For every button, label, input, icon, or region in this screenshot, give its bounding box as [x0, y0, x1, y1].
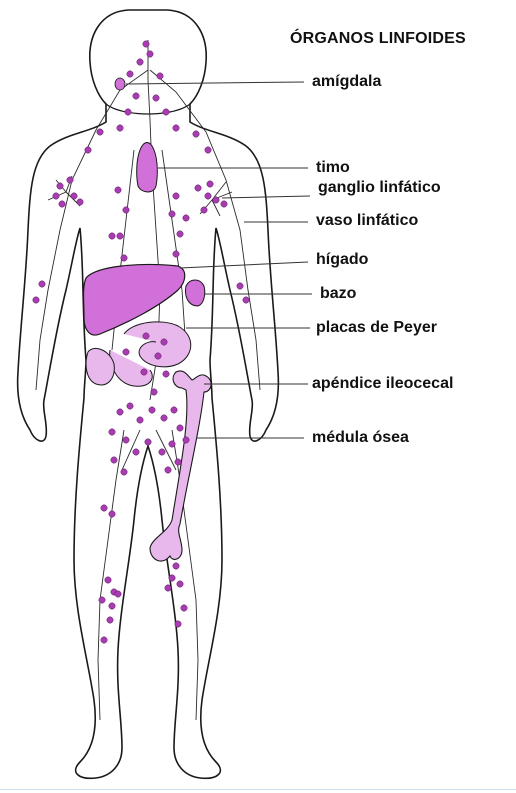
- lymph-node-dot: [115, 591, 121, 597]
- lymph-node-dot: [141, 369, 147, 375]
- lymph-node-dot: [115, 187, 121, 193]
- lymph-node-dot: [57, 183, 63, 189]
- lymph-node-dot: [205, 193, 211, 199]
- lymph-node-dot: [121, 255, 127, 261]
- lymph-node-dot: [137, 417, 143, 423]
- lymph-node-dot: [147, 51, 153, 57]
- label-bazo: bazo: [320, 286, 356, 302]
- lymph-node-dot: [195, 185, 201, 191]
- body-outline: [18, 10, 279, 778]
- lymph-node-dot: [109, 429, 115, 435]
- lymph-node-dot: [143, 333, 149, 339]
- lymph-node-dot: [109, 511, 115, 517]
- lymph-node-dot: [123, 207, 129, 213]
- lymph-node-dot: [107, 617, 113, 623]
- tonsil-organ: [115, 78, 125, 90]
- lymph-node-dot: [165, 585, 171, 591]
- lymph-node-dot: [109, 233, 115, 239]
- lymph-node-dot: [173, 563, 179, 569]
- label-timo: timo: [316, 160, 350, 176]
- lymph-node-dot: [59, 201, 65, 207]
- lymph-node-dot: [177, 425, 183, 431]
- lymph-node-dot: [159, 449, 165, 455]
- lymph-node-dot: [117, 409, 123, 415]
- lymph-node-dot: [165, 467, 171, 473]
- lymph-node-dot: [67, 177, 73, 183]
- thymus-organ: [137, 143, 158, 193]
- lymph-node-dot: [121, 469, 127, 475]
- lymph-node-dot: [127, 71, 133, 77]
- label-amigdala: amígdala: [312, 74, 381, 90]
- label-placas-de-peyer: placas de Peyer: [316, 320, 437, 336]
- lymph-node-dot: [171, 407, 177, 413]
- lymph-node-dot: [183, 437, 189, 443]
- lymph-node-dot: [145, 439, 151, 445]
- lymph-node-dot: [85, 147, 91, 153]
- lymph-node-dot: [133, 93, 139, 99]
- lymph-node-dot: [163, 109, 169, 115]
- lymph-node-dot: [193, 131, 199, 137]
- label-medula-osea: médula ósea: [312, 430, 409, 446]
- lymph-node-dot: [243, 297, 249, 303]
- lymph-node-dot: [175, 459, 181, 465]
- lymph-node-dot: [161, 415, 167, 421]
- lymph-node-dot: [213, 197, 219, 203]
- lymph-node-dot: [109, 603, 115, 609]
- lymph-node-dot: [221, 201, 227, 207]
- lymph-node-dot: [173, 193, 179, 199]
- lymph-node-dot: [177, 581, 183, 587]
- lymph-node-dot: [155, 353, 161, 359]
- lymph-node-dot: [163, 371, 169, 377]
- lymph-node-dot: [143, 41, 149, 47]
- diagram-title: ÓRGANOS LINFOIDES: [290, 30, 466, 48]
- label-higado: hígado: [316, 252, 368, 268]
- lymph-node-dot: [123, 349, 129, 355]
- lymph-node-dot: [123, 437, 129, 443]
- lymph-node-dot: [169, 211, 175, 217]
- lymph-node-dot: [151, 389, 157, 395]
- label-vaso-linfatico: vaso linfático: [316, 213, 418, 229]
- lymph-node-dot: [183, 215, 189, 221]
- lymph-node-dot: [173, 251, 179, 257]
- lymph-node-dot: [157, 73, 163, 79]
- lymph-node-dot: [149, 407, 155, 413]
- lymph-node-dot: [111, 457, 117, 463]
- lymph-node-dot: [105, 577, 111, 583]
- lymph-node-dot: [133, 449, 139, 455]
- lymph-node-dot: [33, 297, 39, 303]
- lymph-node-dot: [101, 505, 107, 511]
- lymph-node-dot: [99, 597, 105, 603]
- lymph-node-dot: [237, 283, 243, 289]
- lymph-node-dot: [181, 605, 187, 611]
- label-apendice-ileocecal: apéndice ileocecal: [312, 376, 453, 392]
- lymph-node-dot: [125, 109, 131, 115]
- lymph-node-dot: [117, 233, 123, 239]
- lymph-node-dot: [201, 207, 207, 213]
- lymph-node-dot: [71, 193, 77, 199]
- lymph-node-dot: [175, 621, 181, 627]
- lymph-node-dot: [169, 441, 175, 447]
- lymph-node-dot: [205, 147, 211, 153]
- lymph-node-dot: [177, 231, 183, 237]
- lymph-node-dot: [97, 129, 103, 135]
- lymph-node-dot: [101, 637, 107, 643]
- lymph-node-dot: [153, 95, 159, 101]
- bottom-divider: [0, 789, 516, 790]
- lymph-node-dot: [117, 125, 123, 131]
- lymph-node-dot: [207, 181, 213, 187]
- lymph-node-dot: [161, 339, 167, 345]
- lymph-node-dot: [53, 193, 59, 199]
- lymph-node-dot: [137, 59, 143, 65]
- lymph-node-dot: [39, 281, 45, 287]
- lymph-node-dot: [169, 575, 175, 581]
- lymph-node-dot: [77, 199, 83, 205]
- lymph-node-dot: [127, 403, 133, 409]
- label-ganglio-linfatico: ganglio linfático: [318, 180, 441, 196]
- lymph-node-dot: [173, 125, 179, 131]
